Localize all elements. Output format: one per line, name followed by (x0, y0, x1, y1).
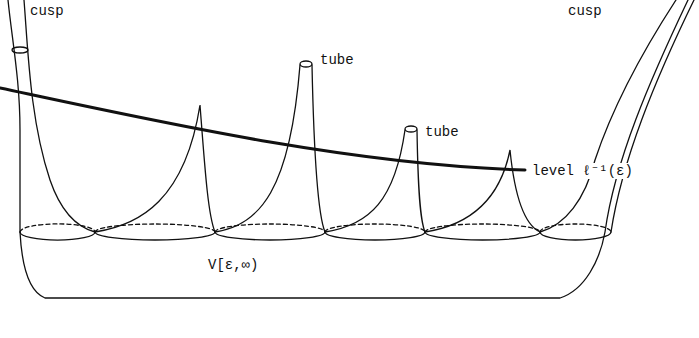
tube-left (215, 65, 300, 232)
right-cusp-inner (540, 0, 676, 232)
level-curve (0, 88, 525, 170)
cusp-label: cusp (28, 3, 66, 19)
level-label: level ℓ⁻¹(ε) (530, 163, 635, 179)
cusp-section (12, 47, 28, 53)
tube-end (405, 126, 417, 132)
outer-boundary (8, 0, 688, 298)
region-label: V[ε,∞) (206, 257, 260, 273)
tube-label: tube (423, 124, 461, 140)
tube-end (300, 61, 312, 67)
right-cusp-line (611, 0, 694, 232)
left-cusp-inner (24, 0, 95, 232)
tube-label: tube (318, 52, 356, 68)
tube-left (325, 130, 405, 232)
peak (95, 105, 215, 232)
cusp-label: cusp (566, 3, 604, 19)
peak (425, 150, 540, 232)
cross-sections (20, 224, 611, 240)
tube-right (417, 130, 425, 232)
